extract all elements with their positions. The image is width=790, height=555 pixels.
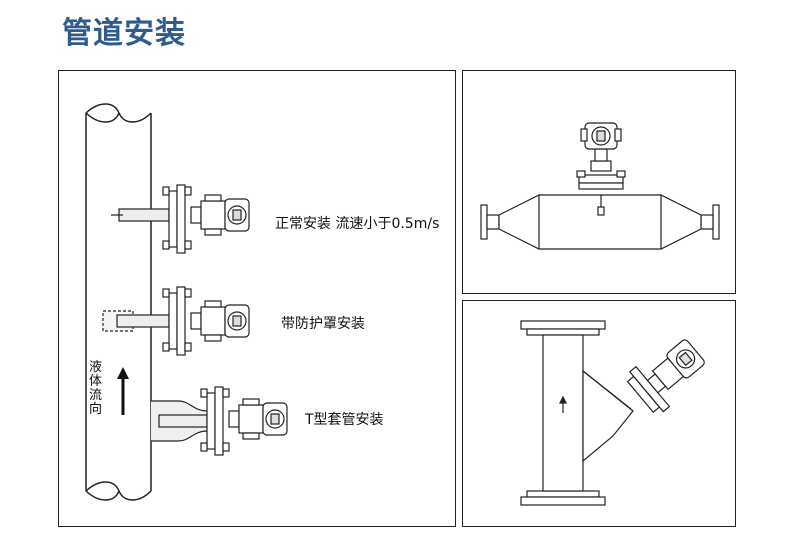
vessel-diagram-svg xyxy=(480,122,720,250)
diagram-pipe-installation: 液体流向 正常安装 流速小于0.5m/s 带防护罩安装 T型套管安装 xyxy=(58,70,456,527)
label-install-tee: T型套管安装 xyxy=(305,412,384,428)
pipe-diagram-svg xyxy=(85,103,288,501)
label-install-shield: 带防护罩安装 xyxy=(281,316,365,332)
y-branch-diagram-svg xyxy=(520,320,705,506)
transmitter-normal xyxy=(111,184,250,254)
diagram-horizontal-vessel xyxy=(462,70,736,294)
diagram-y-branch xyxy=(462,300,736,527)
flow-direction-label: 液体流向 xyxy=(89,360,103,417)
transmitter-tee xyxy=(151,386,288,456)
label-install-normal: 正常安装 流速小于0.5m/s xyxy=(275,216,440,232)
page-title: 管道安装 xyxy=(62,16,186,51)
arrow-up-icon xyxy=(117,367,129,415)
transmitter-shield xyxy=(102,286,250,356)
